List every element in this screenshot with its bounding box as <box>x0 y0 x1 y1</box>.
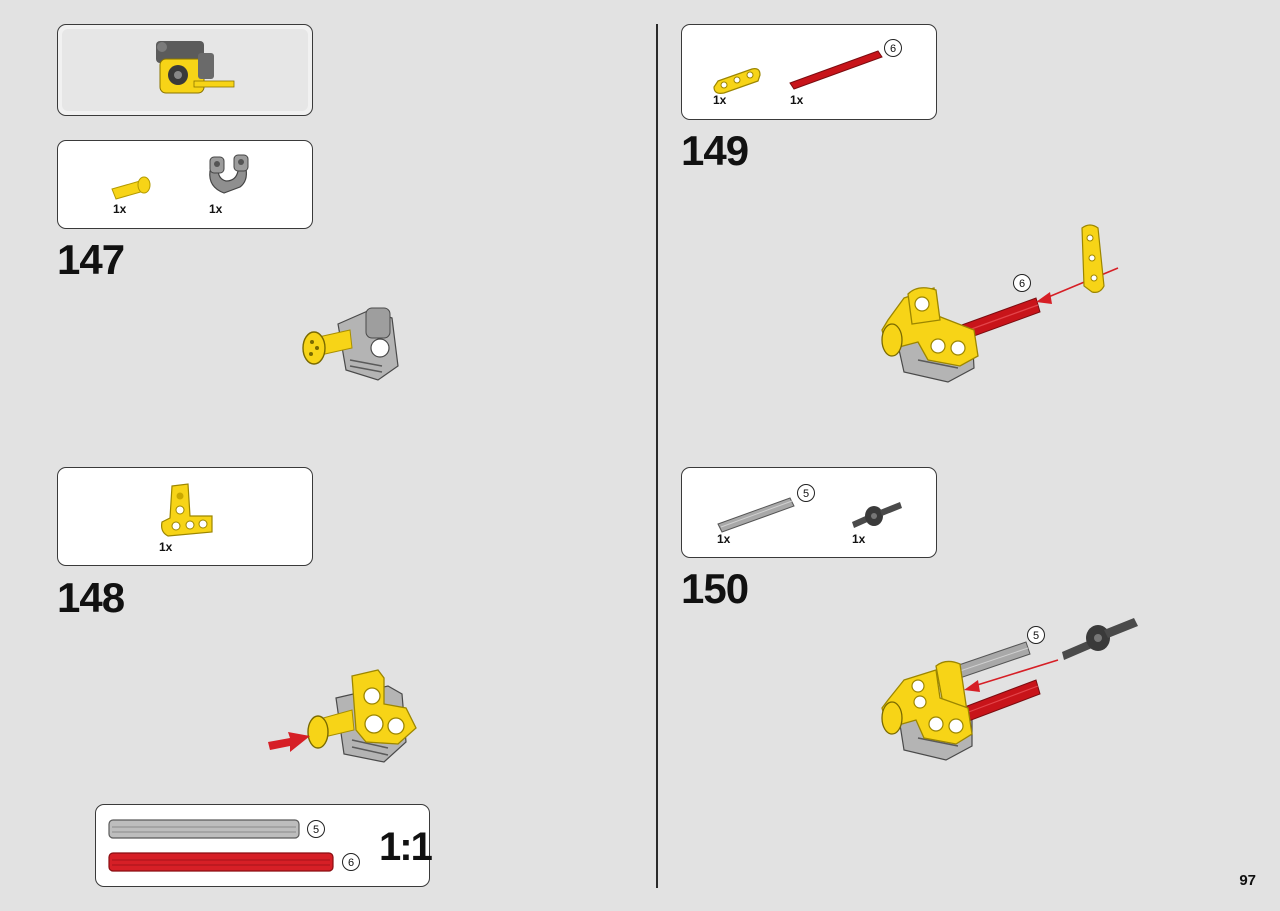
subassembly-preview-icon <box>156 41 235 94</box>
gray-axle-ruler-bar <box>108 819 300 839</box>
step-148-build-illustration <box>268 669 417 763</box>
axle-length-badge: 6 <box>884 39 902 57</box>
step-number-148: 148 <box>57 574 125 621</box>
step-147-build-illustration <box>302 307 399 381</box>
subassembly-preview-box <box>57 24 313 116</box>
step-number-150: 150 <box>681 565 749 612</box>
step-147-parts-box: 1x 1x <box>57 140 313 229</box>
part-qty: 1x <box>209 202 223 216</box>
step-150-parts-box: 1x 5 1x <box>681 467 937 558</box>
callout-length-badge: 5 <box>1027 626 1045 644</box>
step-number-149: 149 <box>681 127 749 174</box>
page-divider <box>656 24 658 888</box>
step-150-build-illustration <box>881 618 1138 761</box>
yellow-axle-pin-icon <box>111 176 151 200</box>
red-axle-ruler-bar <box>108 852 334 872</box>
part-qty: 1x <box>717 532 731 546</box>
gray-connector-icon <box>209 154 249 194</box>
step-number-147: 147 <box>57 236 125 283</box>
scale-label: 1:1 <box>379 825 433 869</box>
page-number: 97 <box>1239 872 1256 889</box>
axle-length-5-badge: 5 <box>307 820 325 838</box>
yellow-t-beam-icon <box>161 483 213 537</box>
dark-gray-connector-icon <box>852 502 902 528</box>
step-148-parts-box: 1x <box>57 467 313 566</box>
step-149-build-illustration <box>881 224 1119 383</box>
scale-ruler-box: 5 6 1:1 <box>95 804 433 887</box>
axle-length-6-badge: 6 <box>342 853 360 871</box>
part-qty: 1x <box>852 532 866 546</box>
part-qty: 1x <box>790 93 804 107</box>
gray-axle-icon <box>717 497 795 533</box>
yellow-beam-3-icon <box>713 68 761 94</box>
part-qty: 1x <box>113 202 127 216</box>
axle-length-badge: 5 <box>797 484 815 502</box>
callout-length-badge: 6 <box>1013 274 1031 292</box>
part-qty: 1x <box>159 540 173 554</box>
part-qty: 1x <box>713 93 727 107</box>
red-axle-icon <box>789 50 883 90</box>
step-149-parts-box: 1x 1x 6 <box>681 24 937 120</box>
